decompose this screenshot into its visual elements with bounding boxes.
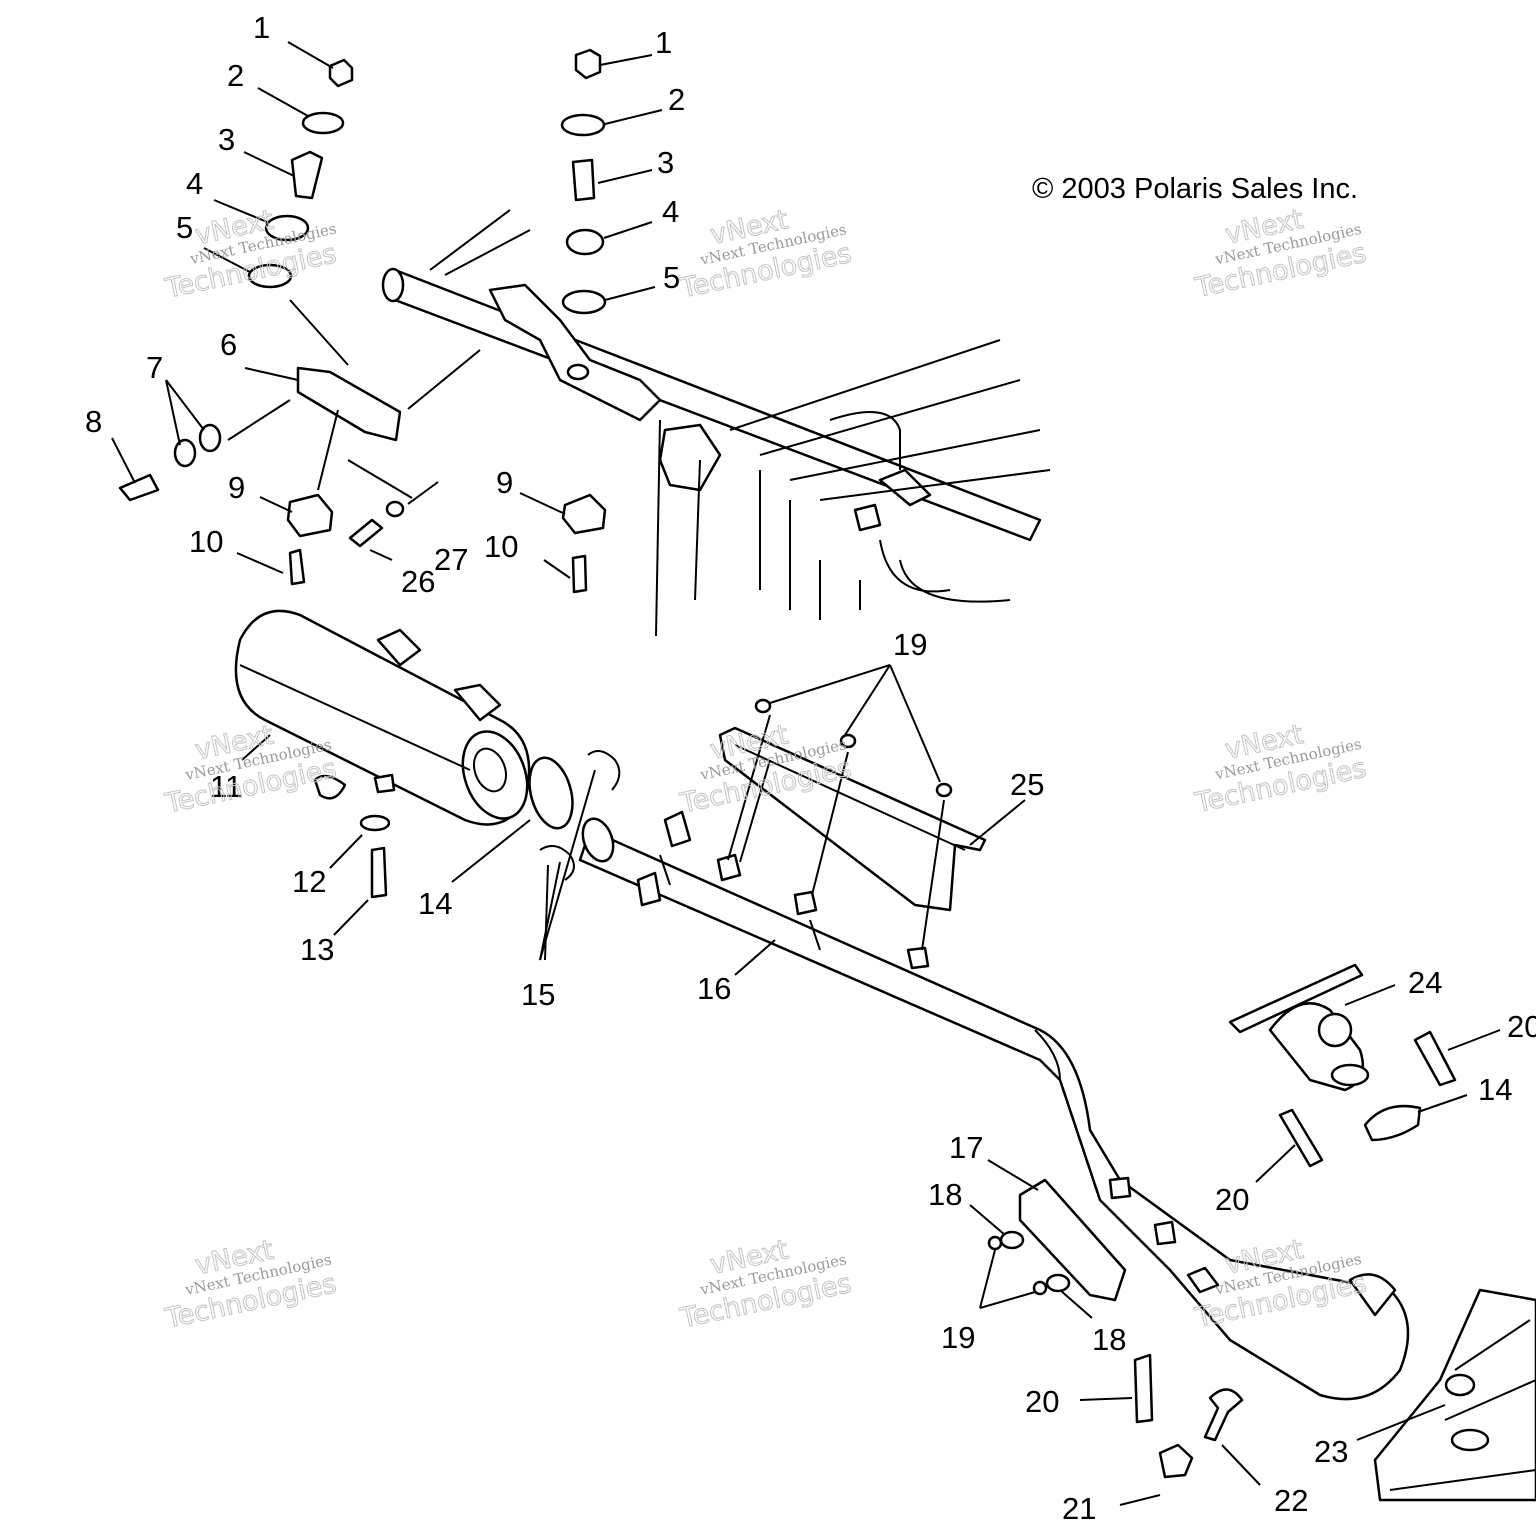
spring-15a: [587, 750, 621, 791]
exhaust-manifold-24: [1228, 963, 1370, 1092]
callout-5-left: 5: [176, 210, 193, 245]
callout-11: 11: [210, 769, 242, 804]
callout-19-top: 19: [893, 627, 927, 662]
watermark-top-left: vNext vNext Technologies Technologies: [161, 204, 339, 305]
right-mount-hardware: [560, 48, 607, 594]
callout-27: 27: [434, 542, 468, 577]
callout-20-mid: 20: [1215, 1182, 1249, 1217]
callout-16: 16: [697, 971, 731, 1006]
callout-15: 15: [521, 977, 555, 1012]
callout-9-right: 9: [496, 465, 513, 500]
watermark-bottom-middle: vNext vNext Technologies Technologies: [676, 1234, 854, 1335]
screw-19e: [1032, 1280, 1048, 1296]
callout-4-right: 4: [662, 194, 679, 229]
bracket-6: [296, 366, 402, 442]
gasket-14-left: [528, 756, 574, 830]
callout-labels: 1 1 2 2 3 3 4 4 5 5 6 7 8 9 9 10 10 11 1…: [85, 10, 1536, 1526]
bolt-10-left: [288, 548, 306, 586]
grommet-4-right: [565, 228, 605, 256]
bolt-10-right: [571, 554, 588, 594]
callout-18-top: 18: [928, 1177, 962, 1212]
leader-lines: [111, 41, 1501, 1506]
seal-5-right: [561, 289, 607, 315]
callout-7: 7: [146, 350, 163, 385]
callout-1-right: 1: [655, 25, 672, 60]
watermark-mid-right: vNext vNext Technologies Technologies: [1191, 718, 1369, 819]
bolt-13: [370, 846, 388, 899]
watermark-top-middle: vNext vNext Technologies Technologies: [676, 204, 854, 305]
exhaust-pipe-16: [578, 810, 1410, 1401]
nut-1-right: [574, 48, 602, 80]
watermark-top-right: vNext vNext Technologies Technologies: [1191, 203, 1369, 304]
washer-2-right: [560, 113, 606, 137]
callout-23: 23: [1314, 1434, 1348, 1469]
spring-20-mid: [1278, 1108, 1324, 1168]
bolt-22: [1203, 1388, 1244, 1442]
callout-5-right: 5: [663, 260, 680, 295]
heat-shield-17: [987, 1178, 1220, 1302]
callout-3-right: 3: [657, 145, 674, 180]
callout-6: 6: [220, 327, 237, 362]
callout-13: 13: [300, 932, 334, 967]
copyright-notice: © 2003 Polaris Sales Inc.: [1032, 173, 1358, 205]
engine-23: [1373, 1288, 1536, 1502]
left-mount-hardware: [118, 58, 405, 586]
washer-7b: [173, 438, 197, 468]
callout-12: 12: [292, 864, 326, 899]
grommet-9-right: [561, 493, 607, 535]
nut-27: [385, 500, 405, 518]
screw-19d: [987, 1235, 1003, 1251]
spring-20-top: [1413, 1030, 1457, 1087]
gasket-14-right: [1363, 1104, 1422, 1142]
callout-10-left: 10: [189, 524, 223, 559]
callout-3-left: 3: [218, 122, 235, 157]
seal-5-left: [247, 263, 293, 289]
grommet-9-left: [286, 493, 334, 538]
sleeve-3-left: [290, 150, 324, 200]
spring-20-bottom: [1133, 1353, 1154, 1424]
callout-8: 8: [85, 404, 102, 439]
watermark-bottom-left: vNext vNext Technologies Technologies: [161, 1234, 339, 1335]
callout-14-right: 14: [1478, 1072, 1512, 1107]
muffler-11: [234, 609, 531, 826]
callout-4-left: 4: [186, 166, 203, 201]
screw-19b: [839, 733, 857, 749]
sleeve-3-right: [571, 158, 596, 202]
callout-25: 25: [1010, 767, 1044, 802]
callout-20-top: 20: [1507, 1009, 1536, 1044]
nut-1-left: [328, 58, 354, 88]
muffler-hardware: [359, 750, 621, 899]
screw-19a: [754, 698, 772, 714]
callout-14-left: 14: [418, 886, 452, 921]
callout-19-bottom: 19: [941, 1320, 975, 1355]
callout-18-bottom: 18: [1092, 1322, 1126, 1357]
callout-2-right: 2: [668, 82, 685, 117]
nut-21: [1158, 1443, 1194, 1479]
callout-2-left: 2: [227, 58, 244, 93]
bolt-8: [118, 473, 160, 502]
callout-10-right: 10: [484, 529, 518, 564]
grommet-4-left: [264, 214, 310, 242]
callout-1-left: 1: [253, 10, 270, 45]
frame-crossmember: [381, 209, 1051, 637]
washer-2-left: [301, 111, 345, 135]
washer-7a: [198, 423, 222, 453]
screw-19c: [935, 782, 953, 798]
washer-18b: [1045, 1273, 1071, 1293]
callout-26: 26: [401, 564, 435, 599]
callout-20-bottom: 20: [1025, 1384, 1059, 1419]
callout-22: 22: [1274, 1483, 1308, 1518]
callout-17: 17: [949, 1130, 983, 1165]
washer-12: [359, 814, 391, 832]
callout-21: 21: [1062, 1491, 1096, 1526]
callout-24: 24: [1408, 965, 1442, 1000]
callout-9-left: 9: [228, 470, 245, 505]
exhaust-right-hardware: [1133, 1030, 1457, 1479]
heat-shield-25: [718, 698, 987, 912]
bolt-26: [348, 518, 384, 548]
